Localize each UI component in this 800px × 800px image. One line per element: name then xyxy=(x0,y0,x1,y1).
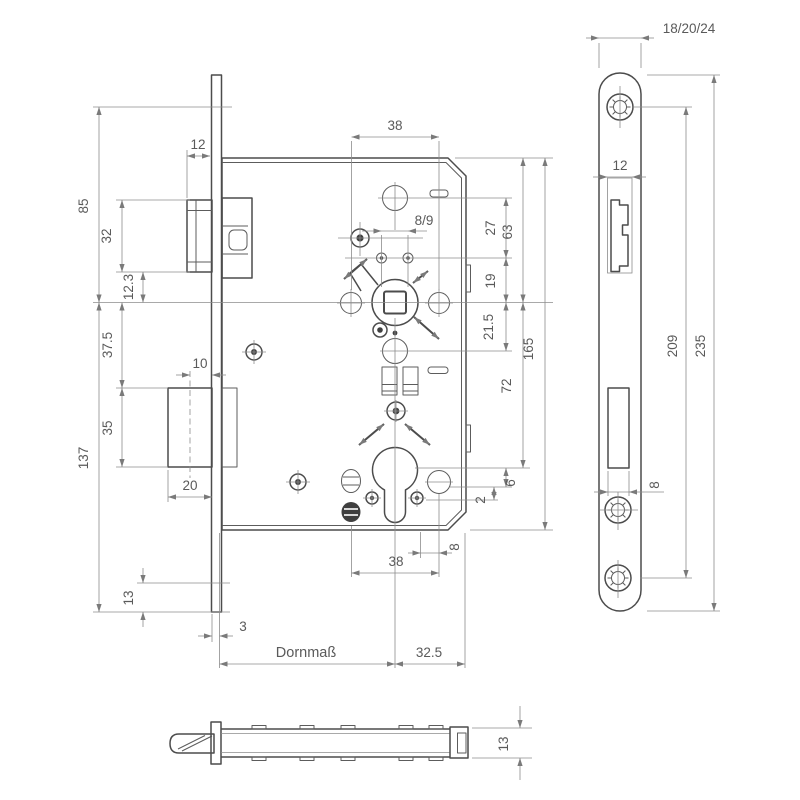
dim-label-19: 19 xyxy=(483,273,498,288)
dim-plate-to-case: 3 xyxy=(198,533,247,668)
main-view: 85 137 32 12.3 12 37.5 35 xyxy=(76,74,553,668)
side-case-body xyxy=(221,725,469,761)
dim-label-20: 20 xyxy=(182,478,197,493)
dim-case-thickness: 13 xyxy=(472,706,532,780)
dim-label-12: 12 xyxy=(190,137,205,152)
faceplate-view: 18/20/24 12 8 209 235 xyxy=(586,21,720,612)
dim-label-38-top: 38 xyxy=(387,118,402,133)
dim-label-13: 13 xyxy=(121,590,136,605)
dim-follower-to-hole: 21.5 xyxy=(481,302,509,352)
faceplate-screw-middle xyxy=(600,492,638,530)
dim-follower-to-cylinder: 72 xyxy=(499,302,526,469)
dim-backset: Dornmaß xyxy=(219,645,396,667)
dim-latch-projection: 12 xyxy=(186,137,211,198)
dim-label-8: 8 xyxy=(447,543,462,551)
dim-label-21-5: 21.5 xyxy=(481,314,496,340)
centerlines xyxy=(93,157,553,668)
side-view: 13 xyxy=(169,706,532,780)
dim-offset-two: 2 xyxy=(473,486,497,504)
dim-spindle-square: 8/9 xyxy=(362,213,433,287)
dim-label-2: 2 xyxy=(473,496,488,504)
dim-label-32-5: 32.5 xyxy=(416,645,442,660)
dim-deadbolt-depth: 20 xyxy=(167,470,213,502)
dim-latch-height: 32 xyxy=(99,199,190,273)
latch-bolt xyxy=(186,197,253,279)
dim-label-dornmass: Dornmaß xyxy=(276,645,337,661)
dim-top-hole-to-pins: 27 xyxy=(483,197,509,259)
movement-arrows xyxy=(343,258,440,446)
dim-screw-to-plate-end: 13 xyxy=(121,568,146,627)
dim-label-235: 235 xyxy=(693,335,708,358)
dim-case-height: 165 xyxy=(521,157,548,531)
dim-label-85: 85 xyxy=(76,198,91,213)
dim-label-137: 137 xyxy=(76,447,91,470)
dim-deadbolt-height: 35 xyxy=(100,387,168,468)
dim-label-37-5: 37.5 xyxy=(100,332,115,358)
dim-case-top-to-follower: 63 xyxy=(500,157,526,303)
dim-plate-width-options: 18/20/24 xyxy=(586,21,716,68)
side-latch-bolt xyxy=(169,733,215,754)
dim-label-10: 10 xyxy=(192,356,207,371)
dim-label-side-13: 13 xyxy=(496,736,511,751)
dim-follower-to-deadbolt: 37.5 xyxy=(100,302,125,389)
dim-label-32: 32 xyxy=(99,228,114,243)
dim-latch-cutout-width: 12 xyxy=(593,158,646,180)
dim-bolt-cutout-width: 8 xyxy=(594,471,664,496)
faceplate-screw-top xyxy=(606,86,634,128)
dim-label-209: 209 xyxy=(665,335,680,358)
dim-label-72: 72 xyxy=(499,378,514,393)
case-holes xyxy=(242,182,449,494)
dim-label-38-bottom: 38 xyxy=(388,554,403,569)
dim-top-screw-to-follower: 85 xyxy=(76,106,102,303)
faceplate-bolt-cutout xyxy=(607,387,630,469)
faceplate-latch-cutout xyxy=(607,177,633,274)
dim-latch-to-follower: 12.3 xyxy=(121,271,146,303)
dim-label-18-20-24: 18/20/24 xyxy=(663,21,716,36)
handle-follower xyxy=(337,263,453,327)
dim-label-8-9: 8/9 xyxy=(415,213,434,228)
dim-offset-eight: 8 xyxy=(408,494,462,577)
dim-plate-length: 235 xyxy=(647,74,720,612)
lock-case-outline xyxy=(221,157,471,531)
deadbolt xyxy=(167,371,238,478)
dim-deadbolt-throw: 10 xyxy=(176,356,226,378)
dim-label-12-3: 12.3 xyxy=(121,274,136,300)
dim-label-27: 27 xyxy=(483,220,498,235)
dim-label-6: 6 xyxy=(503,479,518,487)
dim-cylinder-hole-spacing: 38 xyxy=(351,526,440,577)
dim-follower-to-case-back: 32.5 xyxy=(394,533,466,668)
dim-offset-six: 6 xyxy=(503,467,518,488)
dim-pins-to-follower: 19 xyxy=(483,257,509,303)
dim-label-35: 35 xyxy=(100,420,115,435)
dim-label-fp-12: 12 xyxy=(612,158,627,173)
dim-label-fp-8: 8 xyxy=(647,481,662,489)
dim-screw-spacing: 209 xyxy=(633,106,692,579)
dim-label-165: 165 xyxy=(521,338,536,361)
dim-follower-to-plate-end: 137 xyxy=(76,302,102,613)
side-faceplate xyxy=(210,721,222,765)
cylinder-hole xyxy=(341,446,453,524)
dim-label-3: 3 xyxy=(239,619,247,634)
dim-label-63: 63 xyxy=(500,224,515,239)
faceplate-outline xyxy=(598,72,642,612)
faceplate-screw-bottom xyxy=(604,560,632,598)
dim-handle-hole-spacing-top: 38 xyxy=(351,118,440,290)
